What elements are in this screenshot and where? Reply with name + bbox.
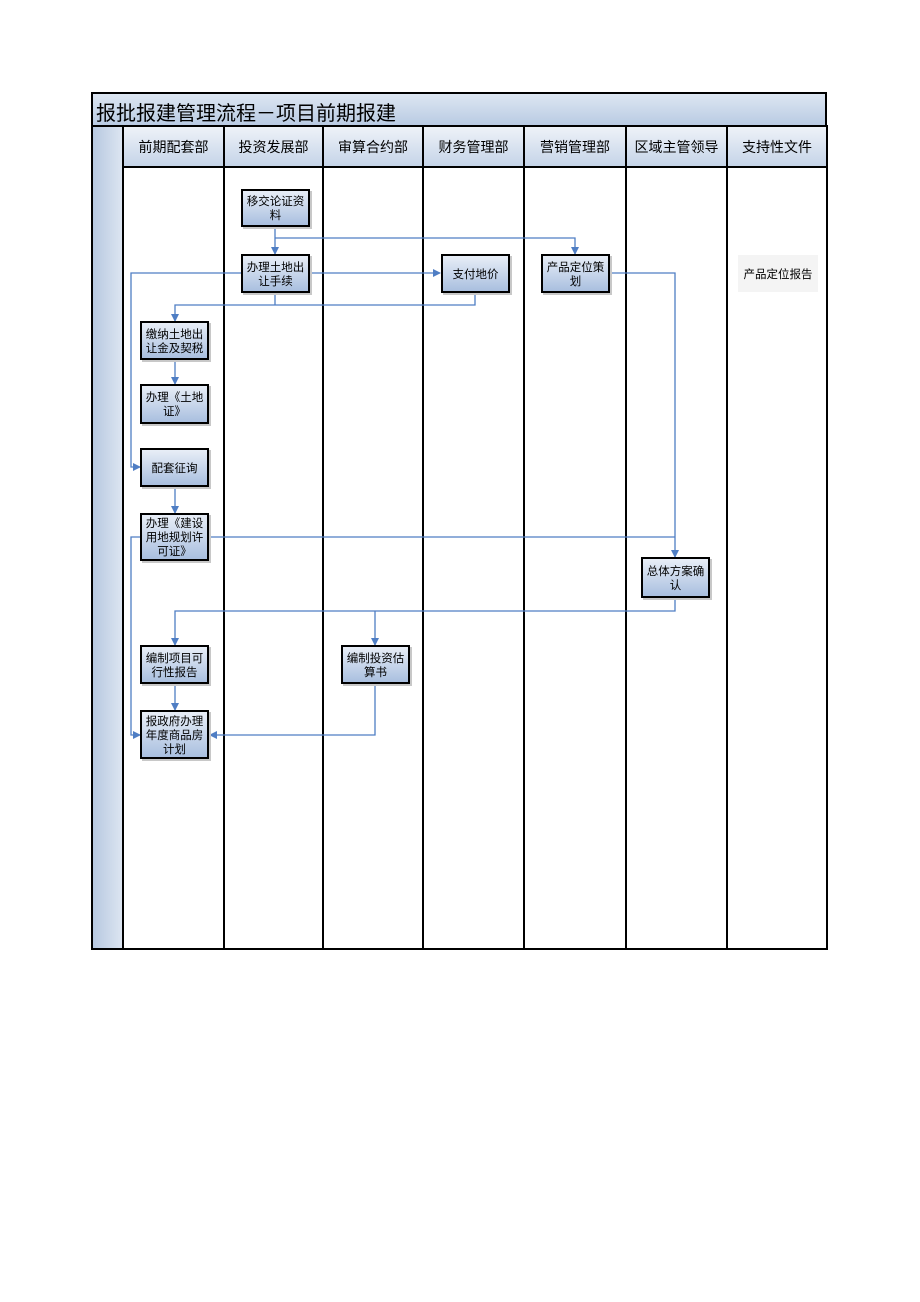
lane-header-zhichi: 支持性文件 <box>728 125 828 168</box>
node-pay-land-price: 支付地价 <box>441 254 510 293</box>
lane-body-zhichi <box>728 168 828 950</box>
node-product-positioning: 产品定位策划 <box>541 254 610 293</box>
flowchart-title: 报批报建管理流程－项目前期报建 <box>96 101 396 125</box>
lane-header-yingxiao: 营销管理部 <box>525 125 627 168</box>
supporting-document-positioning-report: 产品定位报告 <box>738 255 818 292</box>
lane-body-shensuan <box>324 168 424 950</box>
left-side-strip <box>91 125 124 950</box>
lane-header-touzi: 投资发展部 <box>225 125 324 168</box>
lane-header-quyu: 区域主管领导 <box>627 125 728 168</box>
node-land-transfer-procedures: 办理土地出让手续 <box>241 254 310 293</box>
node-investment-estimate: 编制投资估算书 <box>341 645 410 684</box>
lane-header-caiwu: 财务管理部 <box>424 125 525 168</box>
flowchart-title-bar: 报批报建管理流程－项目前期报建 <box>91 92 827 125</box>
node-feasibility-report: 编制项目可行性报告 <box>140 645 209 684</box>
node-land-certificate: 办理《土地证》 <box>140 384 209 424</box>
node-transfer-materials: 移交论证资料 <box>241 189 310 227</box>
lane-header-shensuan: 审算合约部 <box>324 125 424 168</box>
node-annual-housing-plan: 报政府办理年度商品房计划 <box>140 710 209 759</box>
lane-header-qianqi: 前期配套部 <box>124 125 225 168</box>
node-pay-land-fee-tax: 缴纳土地出让金及契税 <box>140 321 209 360</box>
node-overall-plan-confirm: 总体方案确认 <box>641 557 710 598</box>
node-planning-permit: 办理《建设用地规划许可证》 <box>140 513 209 561</box>
node-supporting-consultation: 配套征询 <box>140 448 209 487</box>
